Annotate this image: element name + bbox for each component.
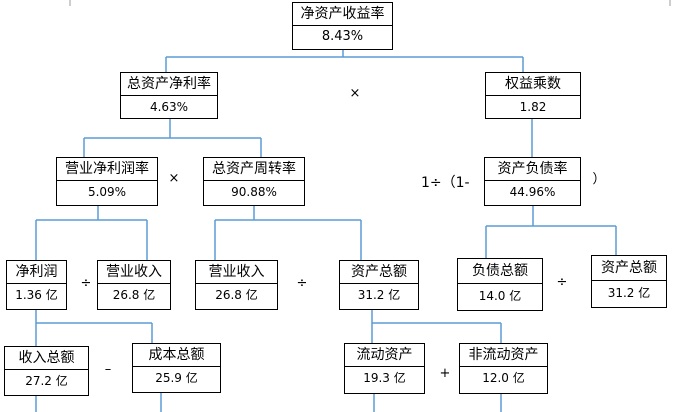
node-label: 净利润: [7, 261, 66, 284]
node-label: 资产总额: [592, 256, 666, 281]
node-label: 非流动资产: [460, 344, 547, 367]
node-value: 5.09%: [87, 185, 127, 199]
node-label: 营业收入: [196, 261, 277, 284]
node-total-cost: 成本总额 25.9 亿: [132, 343, 221, 393]
node-value: 4.63%: [149, 100, 189, 114]
operator-multiply: ×: [168, 171, 180, 186]
node-value: 19.3 亿: [363, 371, 406, 385]
node-label: 收入总额: [5, 347, 88, 370]
node-label: 总资产净利率: [121, 73, 217, 96]
node-value: 44.96%: [509, 185, 556, 199]
node-value: 12.0 亿: [482, 371, 525, 385]
node-total-assets: 资产总额 31.2 亿: [339, 260, 419, 310]
node-revenue: 营业收入 26.8 亿: [195, 260, 278, 310]
node-label: 资产负债率: [485, 158, 580, 181]
node-label: 权益乘数: [486, 73, 580, 96]
node-label: 负债总额: [458, 259, 542, 284]
node-value: 90.88%: [231, 185, 277, 199]
node-value: 8.43%: [321, 29, 364, 44]
node-debt-ratio: 资产负债率 44.96%: [484, 157, 581, 206]
node-value: 31.2 亿: [357, 288, 401, 302]
node-roa: 总资产净利率 4.63%: [120, 72, 218, 119]
node-total-income: 收入总额 27.2 亿: [4, 346, 89, 396]
node-value: 27.2 亿: [25, 374, 68, 388]
node-total-liabilities: 负债总额 14.0 亿: [457, 258, 543, 311]
node-asset-turnover: 总资产周转率 90.88%: [203, 157, 305, 206]
node-value: 14.0 亿: [478, 289, 522, 303]
node-value: 26.8 亿: [112, 288, 156, 302]
operator-multiply: ×: [349, 86, 361, 101]
node-net-margin: 营业净利润率 5.09%: [56, 157, 158, 206]
operator-divide: ÷: [556, 275, 568, 290]
node-roe: 净资产收益率 8.43%: [292, 2, 393, 50]
node-equity-multiplier: 权益乘数 1.82: [485, 72, 581, 119]
node-label: 营业净利润率: [57, 158, 157, 181]
operator-divide: ÷: [296, 276, 308, 291]
node-value: 31.2 亿: [607, 286, 651, 300]
node-value: 1.82: [519, 100, 547, 114]
node-label: 净资产收益率: [293, 3, 392, 26]
node-label: 营业收入: [98, 261, 170, 284]
node-net-profit: 净利润 1.36 亿: [6, 260, 67, 310]
node-label: 总资产周转率: [204, 158, 304, 181]
node-value: 25.9 亿: [155, 371, 198, 385]
node-value: 1.36 亿: [15, 288, 58, 302]
node-current-assets: 流动资产 19.3 亿: [344, 343, 425, 394]
operator-paren-close: ）: [592, 172, 606, 187]
operator-minus: –: [104, 362, 112, 377]
node-revenue: 营业收入 26.8 亿: [97, 260, 171, 310]
node-total-assets: 资产总额 31.2 亿: [591, 255, 667, 308]
node-value: 26.8 亿: [215, 288, 258, 302]
node-label: 资产总额: [340, 261, 418, 284]
node-noncurrent-assets: 非流动资产 12.0 亿: [459, 343, 548, 394]
operator-one-minus: 1÷（1-: [421, 175, 470, 191]
node-label: 流动资产: [345, 344, 424, 367]
operator-divide: ÷: [80, 276, 92, 291]
node-label: 成本总额: [133, 344, 220, 367]
operator-plus: +: [439, 366, 451, 381]
